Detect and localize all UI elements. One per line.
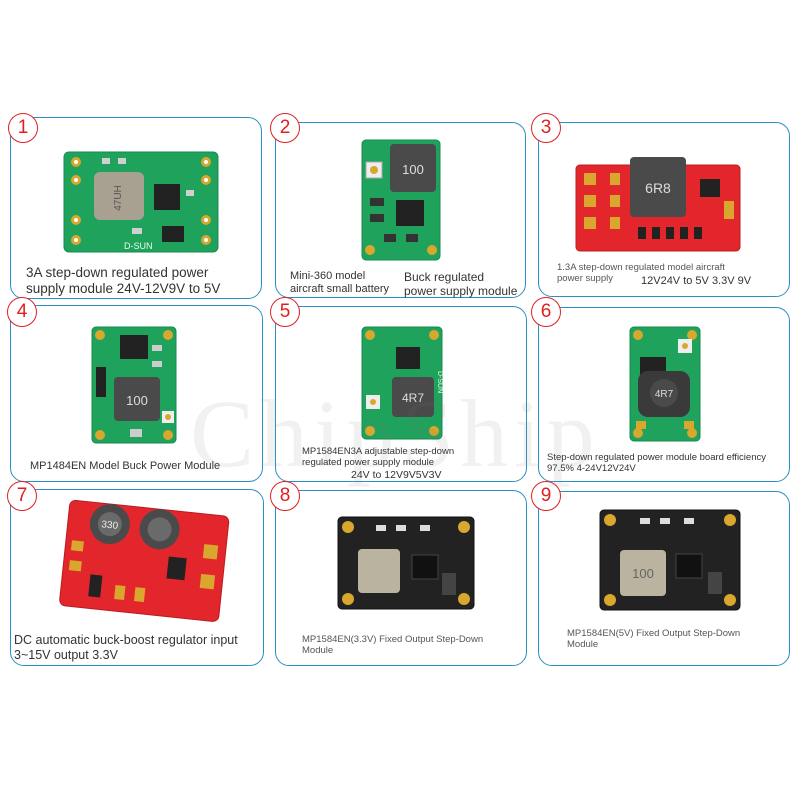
product-number-badge: 9 xyxy=(531,481,561,511)
product-caption-8: MP1584EN(3.3V) Fixed Output Step-Down Mo… xyxy=(302,634,484,657)
product-number-badge: 1 xyxy=(8,113,38,143)
inductor-marking: 4R7 xyxy=(402,391,424,405)
product-number-badge: 5 xyxy=(270,297,300,327)
inductor-marking: 6R8 xyxy=(645,180,671,196)
product-caption-3: 1.3A step-down regulated model aircraft … xyxy=(557,262,725,285)
product-number-badge: 6 xyxy=(531,297,561,327)
inductor-marking: 100 xyxy=(126,393,148,408)
product-caption-7: DC automatic buck-boost regulator input … xyxy=(14,633,238,662)
product-caption-2: Mini-360 model aircraft small battery xyxy=(290,270,390,295)
product-caption-1: 3A step-down regulated power supply modu… xyxy=(26,265,221,296)
product-image-board-2: 100 xyxy=(361,139,441,261)
product-caption-9: MP1584EN(5V) Fixed Output Step-Down Modu… xyxy=(567,628,741,651)
product-number-badge: 4 xyxy=(7,297,37,327)
product-image-board-3: 6R8 xyxy=(575,157,741,252)
product-number-badge: 7 xyxy=(7,481,37,511)
product-image-board-9: 100 xyxy=(599,509,741,611)
product-caption-5b: 24V to 12V9V5V3V xyxy=(351,469,442,481)
product-number-badge: 2 xyxy=(270,113,300,143)
inductor-marking: 100 xyxy=(402,162,424,177)
inductor-marking: 4R7 xyxy=(655,389,674,400)
pcb-silkscreen-text: D-SUN xyxy=(124,241,153,251)
product-image-board-1: 47UH D-SUN xyxy=(63,151,219,253)
product-caption-4: MP1484EN Model Buck Power Module xyxy=(30,460,221,472)
product-caption-5: MP1584EN3A adjustable step-down regulate… xyxy=(302,446,455,469)
product-image-board-8 xyxy=(337,516,475,610)
product-number-badge: 8 xyxy=(270,481,300,511)
product-caption-3b: 12V24V to 5V 3.3V 9V xyxy=(641,275,752,287)
product-number-badge: 3 xyxy=(531,113,561,143)
inductor-marking: 47UH xyxy=(113,185,124,211)
product-caption-2b: Buck regulated power supply module xyxy=(404,270,518,299)
inductor-marking: 330 xyxy=(101,519,119,532)
product-image-board-4: 100 xyxy=(91,326,177,444)
inductor-marking: 100 xyxy=(632,566,654,581)
product-image-board-6: 4R7 xyxy=(629,326,701,442)
product-image-board-5: 4R7 D-SUN xyxy=(361,326,443,440)
pcb-silkscreen-text: D-SUN xyxy=(436,371,443,393)
product-caption-6: Step-down regulated power module board e… xyxy=(547,452,766,475)
product-image-board-7: 330 xyxy=(59,499,230,622)
